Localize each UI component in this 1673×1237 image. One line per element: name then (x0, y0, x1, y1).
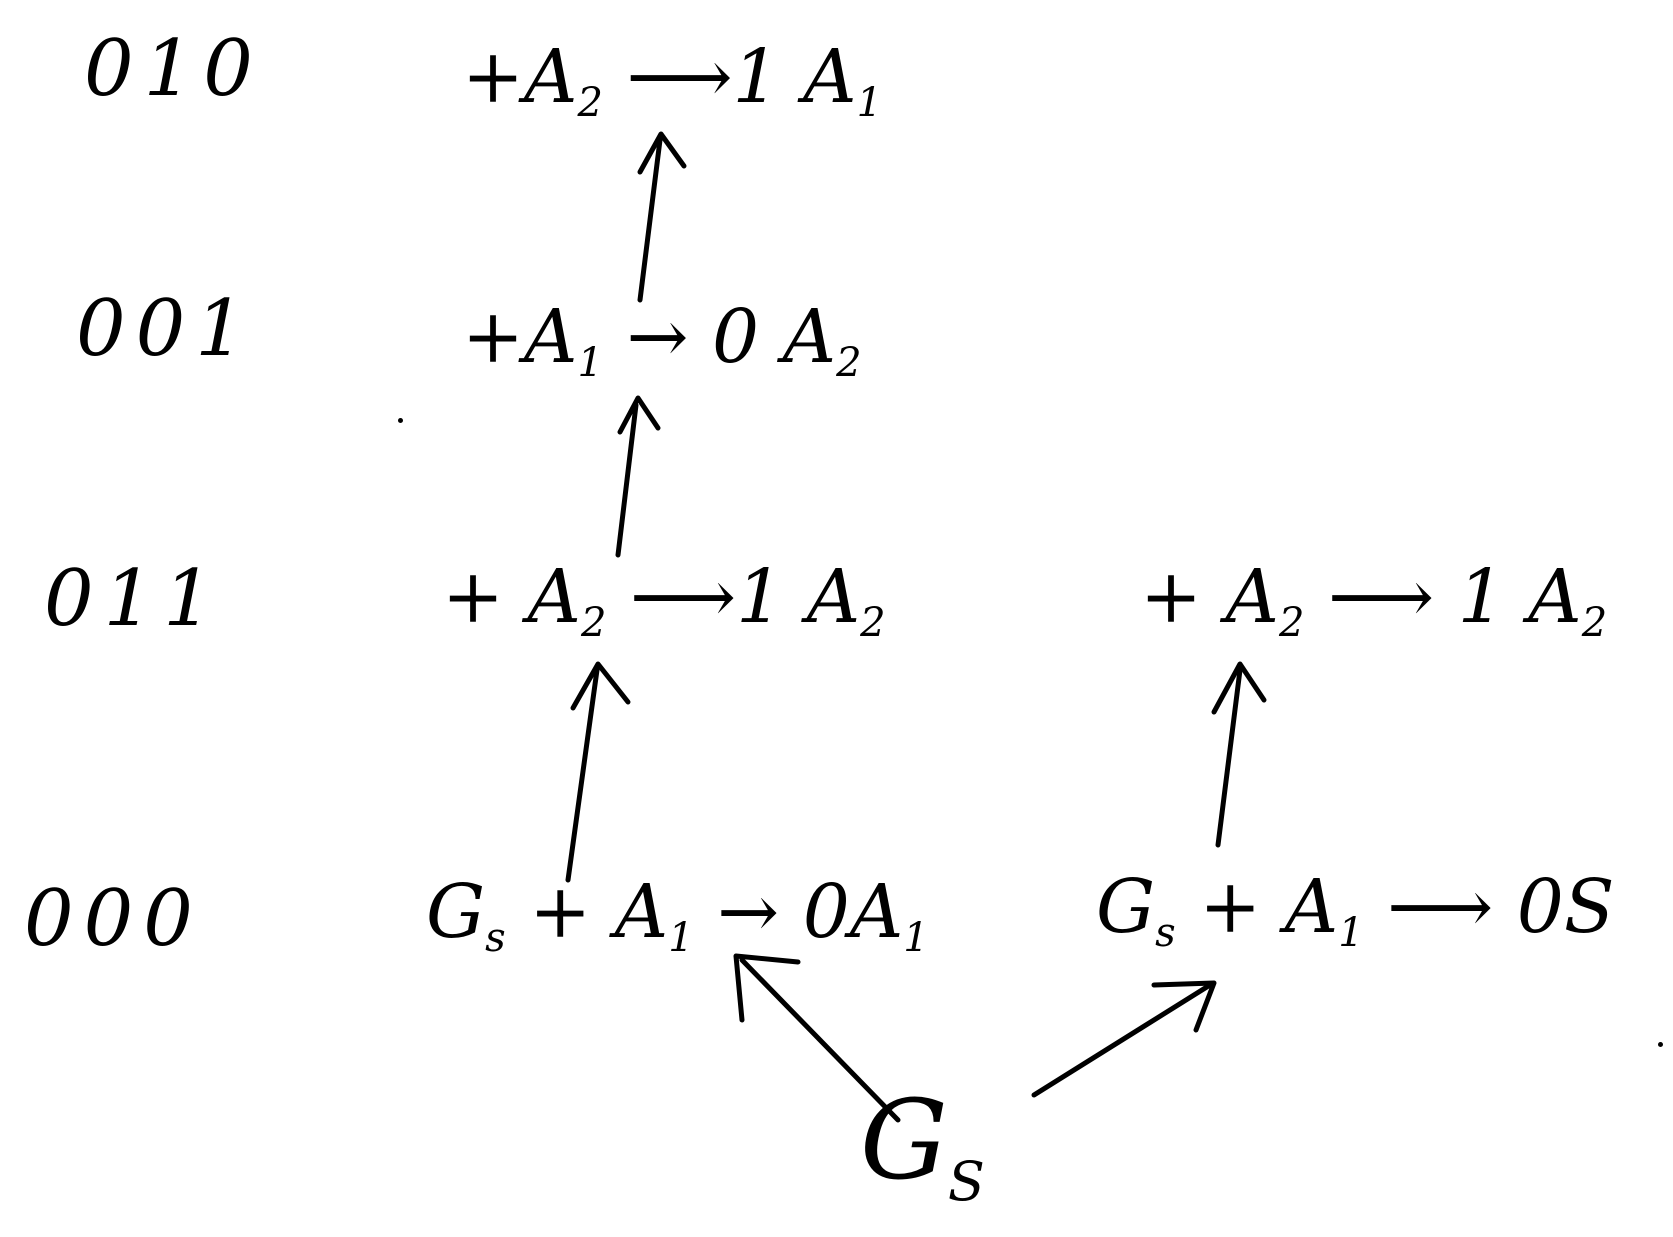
rule-lhs: A (614, 869, 669, 955)
rule-arrow: ⟶ (626, 34, 733, 120)
start-symbol: GS (860, 1085, 985, 1209)
rule-arrow: ⟶ (1327, 554, 1435, 640)
rule-rhs: A (782, 294, 837, 380)
scan-dot (398, 418, 403, 423)
rule-010: +A2 ⟶1 A1 (462, 40, 882, 123)
arrow-001-to-010 (637, 137, 663, 303)
rule-lhs-sub: 1 (577, 340, 603, 386)
rule-rhs-sub: 2 (1581, 600, 1608, 646)
rule-prefix: + (462, 34, 525, 120)
arrow-start-to-left (739, 957, 901, 1123)
rule-rhs: A (1528, 554, 1582, 640)
rule-rhs-sub: 2 (836, 340, 862, 386)
rule-lhs-sub: 2 (1279, 600, 1305, 646)
rule-000: Gs + A1 → 0A1 (426, 875, 929, 958)
rule-rhs: A (849, 869, 904, 955)
arrow-right-bottom-to-top (1215, 667, 1243, 848)
state-code-000: 000 (24, 874, 203, 964)
rule-digit: 1 (732, 34, 780, 120)
rule-lhs-sub: 2 (577, 80, 603, 126)
rule-plus: + (529, 869, 592, 955)
rule-rhs: A (806, 554, 861, 640)
arrow-start-to-right (1031, 982, 1213, 1098)
rule-lhs: A (1284, 864, 1339, 950)
arrowhead-start-to-right (1151, 980, 1217, 1033)
rule-plus: + (1199, 864, 1262, 950)
arrow-011-to-001 (615, 402, 639, 558)
arrowhead-011-to-001 (617, 395, 661, 435)
rule-right-bottom: Gs + A1 ⟶ 0S (1096, 870, 1615, 953)
rule-prefix: + (442, 554, 505, 640)
rule-rhs-sub: 1 (856, 80, 883, 126)
rule-digit: 0 (1516, 864, 1564, 950)
rule-digit: 1 (1457, 554, 1505, 640)
rule-digit: 0 (712, 294, 760, 380)
rule-lhs: A (1225, 554, 1279, 640)
rule-digit: 0 (802, 869, 850, 955)
rule-arrow: → (626, 294, 689, 380)
rule-prefix: + (462, 294, 525, 380)
arrowhead-right-bottom-to-top (1211, 661, 1267, 715)
arrowhead-000-to-011 (570, 661, 631, 711)
scan-dot (1658, 1042, 1663, 1047)
state-code-010: 010 (84, 24, 263, 114)
arrow-000-to-011 (565, 667, 600, 883)
rule-001: +A1 → 0 A2 (462, 300, 862, 383)
rule-rhs-sub: 1 (903, 915, 929, 961)
rule-lhs: A (527, 554, 581, 640)
rule-prefix-sub: s (1155, 910, 1176, 956)
rule-prefix: + (1140, 554, 1203, 640)
state-code-011: 011 (44, 554, 223, 644)
rule-arrow: ⟶ (629, 554, 737, 640)
state-code-001: 001 (76, 284, 255, 374)
rule-lhs: A (524, 294, 578, 380)
arrowhead-001-to-010 (637, 131, 687, 175)
start-symbol-base: G (860, 1076, 948, 1204)
rule-011: + A2 ⟶1 A2 (442, 560, 886, 643)
rule-digit: 1 (736, 554, 784, 640)
rule-lhs-sub: 2 (581, 600, 607, 646)
rule-prefix: G (1096, 864, 1156, 950)
rule-arrow: → (717, 869, 780, 955)
rule-right-top: + A2 ⟶ 1 A2 (1140, 560, 1607, 643)
start-symbol-sub: S (947, 1150, 985, 1213)
rule-prefix-sub: s (485, 915, 506, 961)
arrowhead-start-to-left (733, 953, 801, 1023)
rule-rhs: A (803, 34, 857, 120)
rule-rhs-sub: 2 (860, 600, 886, 646)
rule-lhs: A (524, 34, 578, 120)
rule-lhs-sub: 1 (1338, 910, 1364, 956)
rule-lhs-sub: 1 (668, 915, 694, 961)
rule-prefix: G (426, 869, 486, 955)
rule-arrow: ⟶ (1387, 864, 1494, 950)
rule-rhs: S (1563, 864, 1615, 950)
